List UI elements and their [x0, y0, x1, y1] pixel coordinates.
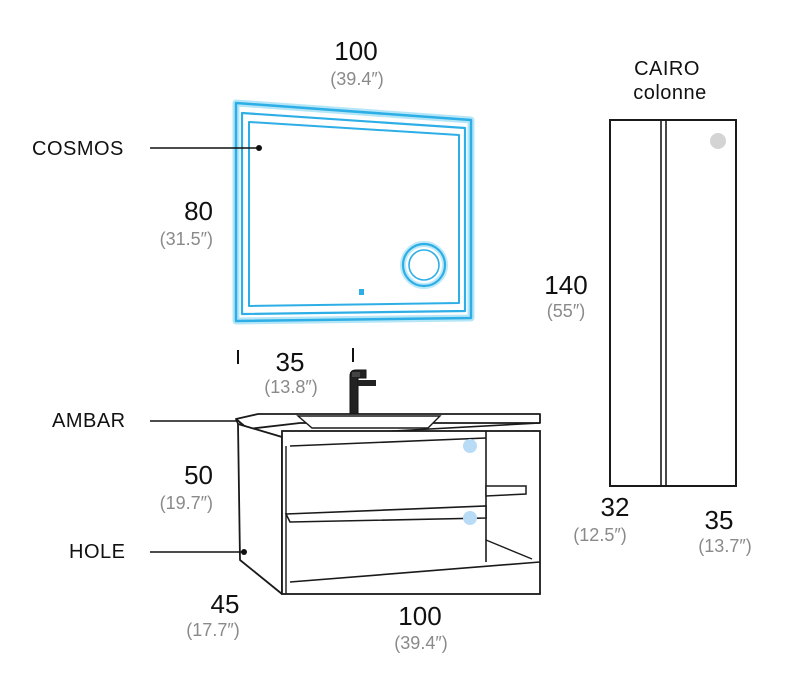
faucet-spacing-cm: 35	[275, 347, 305, 377]
basin-bowl	[296, 415, 442, 429]
column-depth-in: (12.5″)	[573, 525, 627, 545]
cabinet-hole	[237, 423, 541, 595]
drawer-divider	[284, 505, 487, 523]
cabinet-height-cm: 50	[184, 460, 213, 490]
column-width-cm: 35	[704, 505, 734, 535]
faucet	[349, 369, 376, 415]
cabinet-height-in: (19.7″)	[159, 493, 213, 513]
mirror-frame-middle	[240, 111, 467, 316]
mirror-frame-outer	[234, 101, 473, 323]
cabinet-width-cm: 100	[398, 601, 442, 631]
mirror-height-in: (31.5″)	[159, 229, 213, 249]
column-height-cm: 140	[544, 270, 588, 300]
cabinet-side	[237, 423, 283, 595]
cosmos-label: COSMOS	[32, 138, 124, 160]
hole-label: HOLE	[69, 541, 126, 563]
column-height-in: (55″)	[546, 301, 586, 321]
column-depth-cm: 32	[600, 492, 630, 522]
cabinet-width-in: (39.4″)	[394, 633, 448, 653]
touch-switch-icon	[359, 289, 364, 295]
mirror-width-in: (39.4″)	[330, 69, 384, 89]
mirror-width-cm: 100	[334, 36, 378, 66]
cairo-column	[609, 119, 737, 487]
mirror-glow-outer	[232, 99, 475, 325]
cairo-sublabel: colonne	[633, 82, 707, 104]
mirror-cosmos	[232, 99, 475, 325]
cabinet-depth-cm: 45	[210, 589, 240, 619]
ambar-label: AMBAR	[52, 410, 126, 432]
column-knob	[710, 133, 726, 149]
column-width-in: (13.7″)	[698, 536, 752, 556]
mirror-frame-inner	[248, 121, 460, 307]
cairo-label: CAIRO	[634, 58, 700, 80]
faucet-spacing-in: (13.8″)	[264, 377, 318, 397]
drawer-handle-bottom	[463, 511, 477, 525]
magnifier-mirror	[401, 242, 447, 288]
drawer-handle-top	[463, 439, 477, 453]
column-body	[609, 119, 737, 487]
open-shelf-mid	[485, 485, 527, 497]
cabinet-depth-in: (17.7″)	[186, 620, 240, 640]
mirror-height-cm: 80	[184, 196, 213, 226]
magnifier-inner	[408, 249, 440, 281]
